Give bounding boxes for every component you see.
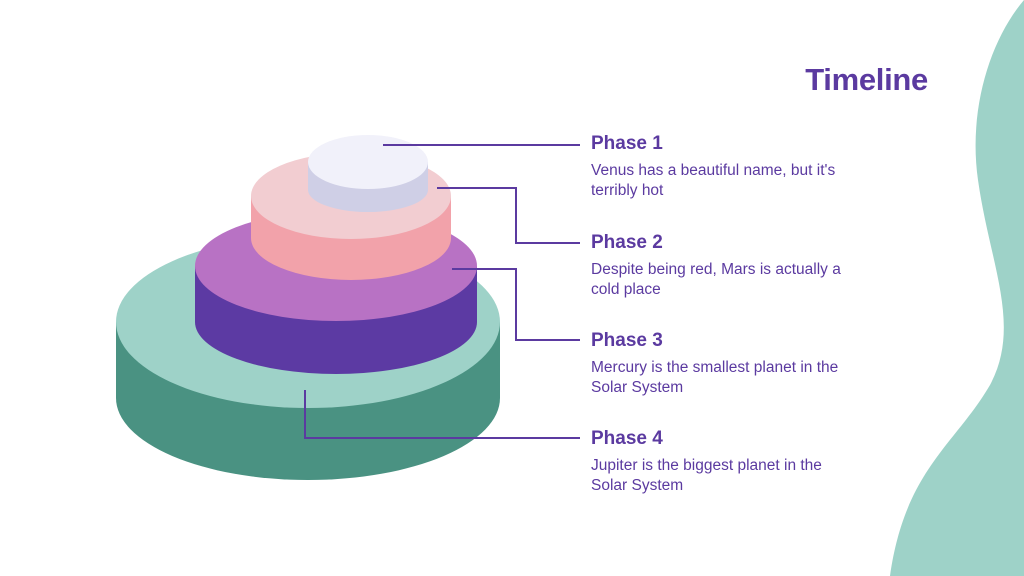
phase-item-3: Phase 3 Mercury is the smallest planet i…	[591, 330, 861, 398]
phase-title: Phase 3	[591, 330, 663, 351]
phase-title: Phase 1	[591, 133, 663, 154]
phase-item-1: Phase 1 Venus has a beautiful name, but …	[591, 133, 861, 201]
connectors	[304, 144, 580, 439]
phase-item-4: Phase 4 Jupiter is the biggest planet in…	[591, 428, 861, 496]
phase-description: Despite being red, Mars is actually a co…	[591, 261, 841, 298]
phase-description: Mercury is the smallest planet in the So…	[591, 359, 839, 396]
phase-title: Phase 4	[591, 428, 663, 449]
pyramid-tier-1	[308, 135, 428, 212]
phase-description: Jupiter is the biggest planet in the Sol…	[591, 457, 822, 494]
connector-phase-2	[437, 187, 580, 244]
phase-item-2: Phase 2 Despite being red, Mars is actua…	[591, 232, 861, 300]
phase-description: Venus has a beautiful name, but it's ter…	[591, 162, 836, 199]
decorative-wave-shape	[890, 0, 1024, 576]
phase-title: Phase 2	[591, 232, 663, 253]
connector-phase-4	[304, 390, 580, 439]
connector-phase-3	[452, 268, 580, 341]
slide-title: Timeline	[805, 62, 928, 97]
